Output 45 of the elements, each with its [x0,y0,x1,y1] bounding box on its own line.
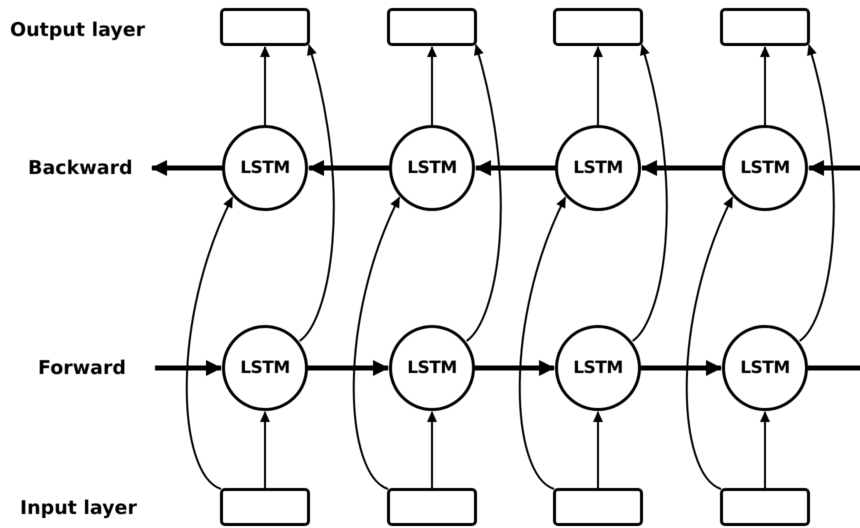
arrow [798,44,835,342]
layer-box [553,8,643,46]
row-label: Backward [28,157,133,179]
arrow [352,196,400,490]
arrow [641,160,722,176]
cell-label: LSTM [240,158,290,178]
arrow [308,160,389,176]
row-label: Output layer [10,19,145,41]
arrow [760,46,770,125]
layer-box [387,488,477,526]
arrow [427,46,437,125]
arrow [593,46,603,125]
row-label: Input layer [20,497,137,519]
layer-box [220,488,310,526]
cell-label: LSTM [573,358,623,378]
layer-box [387,8,477,46]
arrow [260,46,270,125]
cell-label: LSTM [240,358,290,378]
cell-label: LSTM [740,358,790,378]
arrow [593,411,603,488]
arrow [427,411,437,488]
layer-box [720,488,810,526]
cell-label: LSTM [573,158,623,178]
layer-box [720,8,810,46]
cell-label: LSTM [407,158,457,178]
arrow [641,360,722,376]
cell-label: LSTM [407,358,457,378]
cell-label: LSTM [740,158,790,178]
arrow [808,160,860,176]
arrow [260,411,270,488]
arrow [151,160,222,176]
arrow [760,411,770,488]
arrow [298,44,335,342]
arrow [475,360,555,376]
arrow [475,160,555,176]
arrow [155,360,222,376]
row-label: Forward [38,357,126,379]
arrow [466,44,502,342]
layer-box [220,8,310,46]
arrow [686,196,734,490]
arrow [518,196,566,490]
layer-box [553,488,643,526]
arrow [308,360,389,376]
arrow [186,196,234,490]
arrow [632,44,668,342]
